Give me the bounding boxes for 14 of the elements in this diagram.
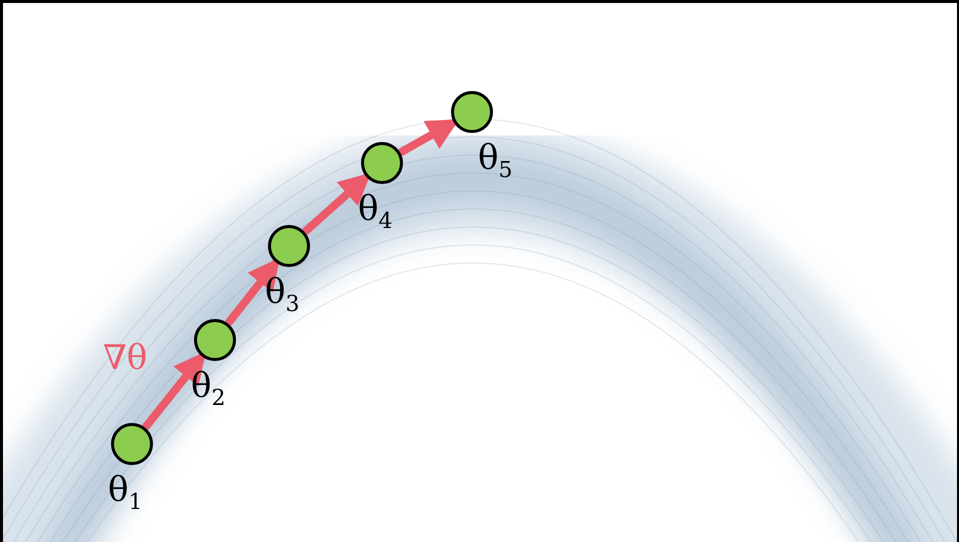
parameter-label: θ$_{3}$ [265,275,300,316]
edge-label: ∇θ [103,341,148,375]
arrow [142,351,206,430]
point-marker [194,319,236,361]
arrow [302,172,372,235]
parameter-label: θ$_{5}$ [478,141,512,182]
point-marker [451,91,493,133]
arrow [224,257,280,326]
parameter-label: θ$_{1}$ [108,473,142,514]
point-marker [268,225,310,267]
parameter-label: θ$_{2}$ [191,369,226,410]
point-marker [111,423,153,465]
parameter-label: θ$_{4}$ [358,192,392,233]
point-marker [361,142,403,184]
